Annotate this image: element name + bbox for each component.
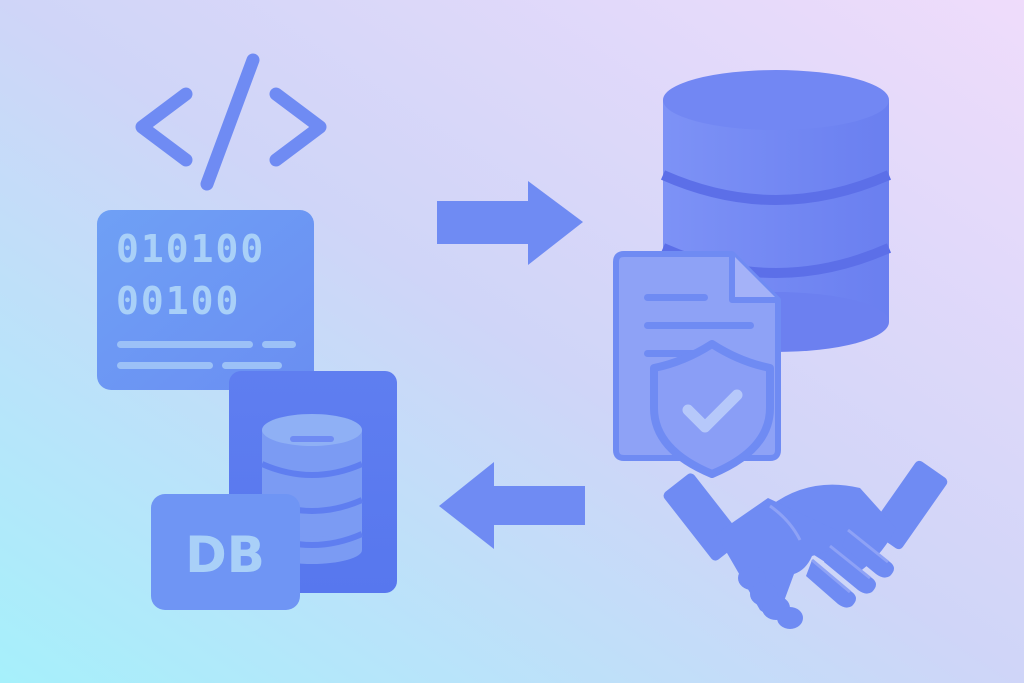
shield-check-icon: [650, 340, 774, 478]
arrow-right-icon: [437, 181, 583, 265]
binary-line-1: 010100: [116, 227, 265, 271]
doc-line: [644, 322, 754, 329]
text-line: [222, 362, 282, 369]
db-badge: DB: [151, 494, 300, 610]
text-line: [117, 362, 213, 369]
text-line: [117, 341, 253, 348]
text-line: [262, 341, 296, 348]
code-brackets-icon: [135, 53, 327, 191]
db-badge-label: DB: [185, 526, 265, 584]
arrow-left-icon: [439, 462, 585, 549]
handshake-icon: [663, 460, 948, 629]
binary-line-2: 00100: [116, 279, 240, 323]
binary-code-card-icon: 010100 00100: [97, 210, 314, 390]
doc-line: [644, 294, 708, 301]
